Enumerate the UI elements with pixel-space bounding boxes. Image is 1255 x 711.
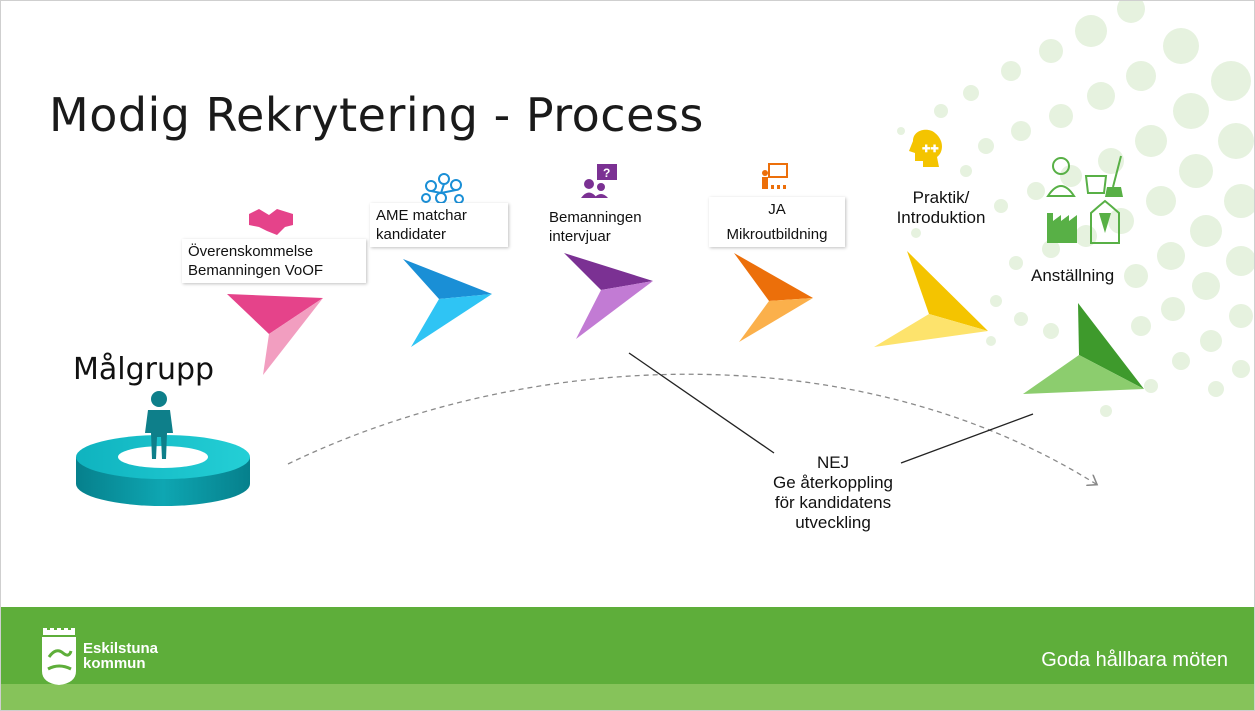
step-arrow-6 [1023,303,1144,394]
footer-bar [1,607,1254,684]
person-icon [145,391,173,459]
footer-strip [1,684,1254,710]
step-arrow-3 [564,253,653,339]
interview-icon: ? [581,164,617,198]
logo-text: Eskilstuna kommun [83,640,159,672]
target-group-label: Målgrupp [73,352,215,387]
footer-tagline: Goda hållbara möten [1041,649,1228,671]
step-arrow-1 [227,294,323,375]
step-label-5: Praktik/ Introduktion [896,188,986,227]
step-label-4: JA Mikroutbildning [709,197,845,247]
nej-line-right [900,413,1034,464]
occupations-icon [1046,155,1123,244]
slide-title: Modig Rekrytering - Process [49,87,704,142]
step-label-3: Bemanningen intervjuar [549,209,642,245]
head-puzzle-icon: ✚✚ [909,129,942,167]
target-group-platform [76,435,250,506]
feedback-label: NEJ Ge återkoppling för kandidatens utve… [772,453,894,532]
svg-text:?: ? [603,166,610,180]
step-label-1: Överenskommelse Bemanningen VoOF [182,239,366,283]
svg-text:✚✚: ✚✚ [922,144,939,155]
handshake-icon [249,209,293,235]
step-arrow-5 [874,251,988,347]
step-arrow-4 [734,253,813,342]
step-arrow-2 [403,259,492,347]
step-label-2: AME matchar kandidater [370,203,508,247]
nej-line-left [628,352,775,454]
step-label-6: Anställning [1031,266,1115,285]
teacher-icon [762,163,788,189]
